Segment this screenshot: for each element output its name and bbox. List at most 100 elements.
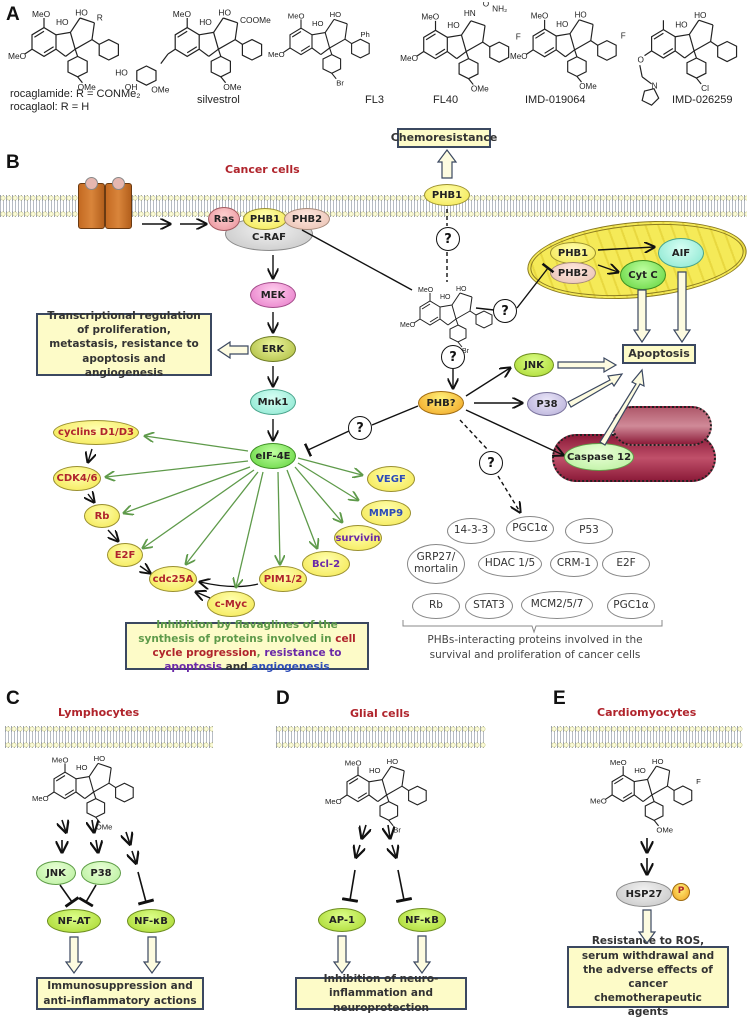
c-raf-label: C-RAF (252, 231, 286, 243)
substituent-label: HN (464, 9, 476, 18)
transcriptional-regulation-box: Transcriptional regulation of proliferat… (36, 310, 212, 379)
ras-label: Ras (213, 213, 235, 225)
inhibition-text: Inhibition by flavaglines of the synthes… (138, 618, 356, 674)
panel-letter-c: C (6, 688, 20, 709)
compound-imd019064-structure: MeO HO HO MeO F OMe (510, 8, 630, 98)
mnk1-node: Mnk1 (250, 389, 296, 415)
substituent-label: HO (456, 286, 467, 293)
compound-silvestrol-structure: MeO HO HO COOMe HO OH OMe OMe (115, 6, 275, 100)
cardioprotection-box: Resistance to ROS, serum withdrawal and … (567, 935, 729, 1018)
hollow-arrow (436, 149, 458, 179)
substituent-label: MeO (173, 9, 192, 19)
panel-letter-d: D (276, 688, 290, 709)
hollow-arrow (64, 936, 84, 975)
nfat-node: NF-AT (47, 909, 101, 933)
interactor-node: P53 (565, 518, 613, 544)
inhibition-line (78, 884, 97, 908)
eif4e-node: eIF-4E (250, 443, 296, 469)
target-label: Bcl-2 (311, 558, 341, 570)
hollow-arrow (142, 936, 162, 975)
compound-name-fl40: FL40 (433, 94, 459, 106)
phb1-membrane-node: PHB1 (424, 184, 470, 206)
immunosuppression-box: Immunosuppression and anti-inflammatory … (36, 977, 204, 1010)
substituent-label: MeO (52, 755, 69, 764)
cell-membrane (0, 195, 747, 217)
compound-imd026259-structure: HO HO O N Cl (628, 8, 746, 112)
phospho-node: P (672, 883, 690, 901)
substituent-label: HO (199, 17, 212, 27)
target-label: PIM1/2 (263, 573, 303, 585)
arrow (200, 582, 259, 587)
interactor-node: CRM-1 (550, 551, 598, 577)
substituent-label: OMe (151, 84, 170, 94)
substituent-label: MeO (418, 287, 434, 294)
compound-fl3-structure: MeO HO HO MeO Ph Br (268, 8, 378, 92)
bcl2-node: Bcl-2 (302, 551, 350, 577)
arrow (108, 529, 118, 541)
green-arrow (294, 466, 342, 522)
substituent-label: Ph (360, 30, 369, 39)
nfkb-node-d: NF-κB (398, 908, 446, 932)
interactor-node: GRP27/ mortalin (407, 544, 465, 584)
interactors-bracket (402, 620, 663, 634)
central-compound-structure: MeO HO HO MeO Br (400, 283, 500, 362)
phb2-label: PHB2 (291, 213, 323, 225)
interactor-node: PGC1α (607, 593, 655, 619)
compound-rocaglamide-structure: MeO MeO HO HO R OMe (8, 6, 128, 100)
immunosuppression-text: Immunosuppression and anti-inflammatory … (43, 980, 197, 1007)
target-label: MMP9 (368, 507, 404, 519)
inhibition-line (137, 871, 155, 906)
phb-unknown-label: PHB? (426, 397, 456, 409)
mek-node: MEK (250, 282, 296, 308)
arrow (132, 851, 136, 863)
ap1-node: AP-1 (318, 908, 366, 932)
survivin-node: survivin (334, 525, 382, 551)
apoptosis-text: Apoptosis (628, 346, 690, 360)
arrow (88, 448, 92, 462)
arrow (392, 845, 396, 857)
substituent-label: MeO (288, 11, 305, 20)
substituent-label: F (696, 777, 701, 786)
hsp27-label: HSP27 (625, 888, 663, 900)
erk-label: ERK (261, 343, 285, 355)
inhibition-line (303, 430, 350, 457)
mito-phb2-label: PHB2 (557, 267, 589, 279)
dashed-line (459, 419, 489, 451)
nfkb-label: NF-κB (405, 914, 439, 926)
substituent-label: HO (75, 8, 88, 18)
green-arrow (145, 436, 249, 452)
c-myc-node: c-Myc (207, 591, 255, 617)
substituent-label: HO (634, 766, 646, 775)
cancer-cells-title: Cancer cells (225, 163, 300, 176)
substituent-label: HO (330, 10, 342, 19)
substituent-label: HO (115, 68, 128, 78)
p38-node-c: P38 (81, 861, 121, 885)
substituent-label: HO (56, 17, 69, 27)
substituent-label: MeO (32, 9, 51, 19)
arrow (88, 494, 94, 502)
substituent-label: COOMe (240, 15, 271, 25)
endoplasmic-reticulum-icon (552, 404, 717, 484)
green-arrow (286, 469, 317, 548)
eif4e-label: eIF-4E (255, 450, 291, 462)
substituent-label: MeO (8, 51, 27, 61)
vegf-node: VEGF (367, 466, 415, 492)
mek-label: MEK (260, 289, 286, 301)
compound-name-imd019064: IMD-019064 (525, 94, 586, 106)
substituent-label: Cl (701, 84, 709, 93)
lymphocytes-title: Lymphocytes (58, 706, 140, 719)
phb1-node: PHB1 (243, 208, 287, 230)
compound-structure-d: MeO HO HO MeO Br (325, 755, 435, 839)
caspase12-node: Caspase 12 (564, 443, 634, 471)
connector-line (371, 405, 419, 426)
substituent-label: MeO (610, 758, 627, 767)
glial-cells-title: Glial cells (350, 707, 410, 720)
substituent-label: N (652, 82, 658, 91)
substituent-label: HO (76, 763, 88, 772)
hollow-arrow (557, 356, 618, 374)
substituent-label: F (516, 33, 521, 42)
question-mark-icon: ? (436, 227, 460, 251)
substituent-label: R (97, 12, 103, 22)
green-arrow (143, 469, 255, 548)
mnk1-label: Mnk1 (257, 396, 289, 408)
